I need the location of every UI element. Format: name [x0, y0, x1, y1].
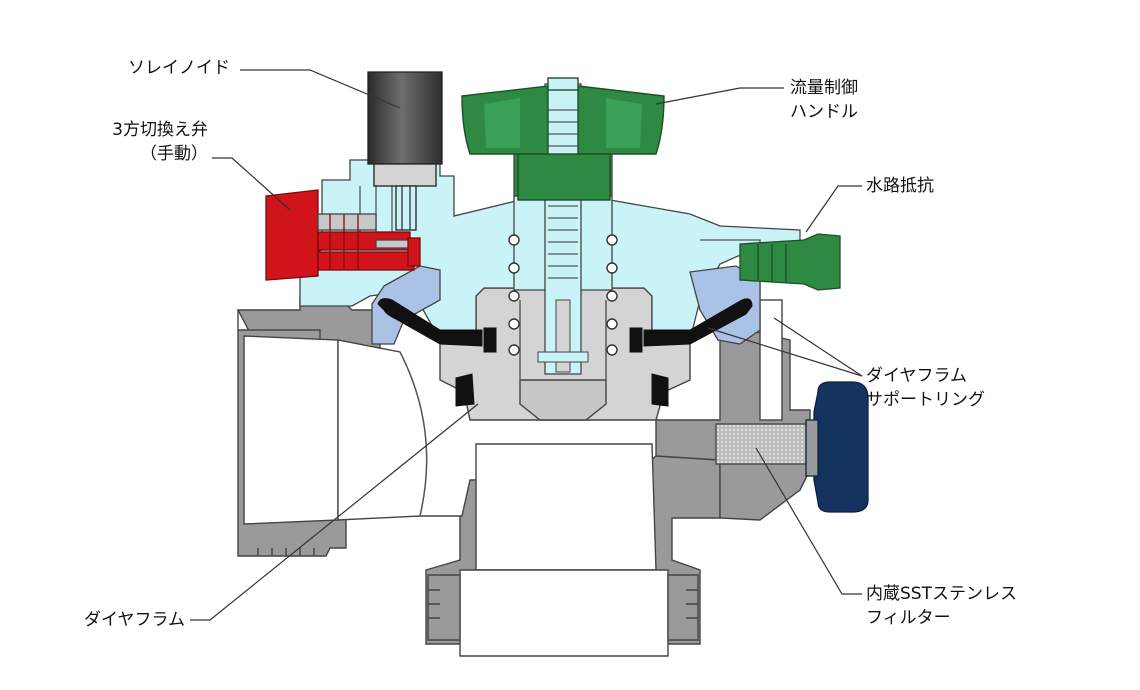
valve-body [236, 297, 811, 657]
label-flow-handle-line1: 流量制御 [790, 78, 858, 98]
diaphragm [377, 298, 753, 407]
stainless-filter [715, 423, 807, 465]
label-support-ring-line1: ダイヤフラム [866, 366, 967, 386]
label-water-resistance: 水路抵抗 [866, 174, 934, 198]
leader-flow-handle [655, 87, 784, 105]
label-solenoid: ソレイノイド [106, 56, 230, 80]
leader-water-resistance [805, 185, 862, 233]
leader-solenoid [240, 69, 401, 109]
leader-filter [755, 447, 862, 595]
label-flow-handle-line2: ハンドル [790, 102, 858, 122]
leader-ring-a [773, 317, 863, 377]
label-solenoid-text: ソレイノイド [128, 58, 230, 78]
label-3way-valve: 3方切換え弁 （手動） [90, 118, 208, 166]
label-support-ring-line2: サポートリング [866, 390, 985, 410]
label-diaphragm-text: ダイヤフラム [84, 610, 185, 630]
filter-cap-icon [805, 381, 869, 513]
label-3way-valve-line2: （手動） [140, 144, 208, 164]
leader-lines [190, 69, 863, 621]
label-diaphragm: ダイヤフラム [84, 608, 185, 632]
solenoid-icon [367, 71, 443, 231]
diaphragm-support-rings [371, 265, 761, 345]
label-filter-line1: 内蔵SSTステンレス [866, 584, 1017, 604]
springs [508, 234, 618, 356]
flow-control-handle-icon [461, 77, 665, 201]
leader-diaphragm [190, 403, 479, 621]
leader-ring-b [707, 327, 863, 377]
leader-3way-valve [212, 157, 291, 211]
label-filter: 内蔵SSTステンレス フィルター [866, 582, 1017, 630]
label-3way-valve-line1: 3方切換え弁 [112, 120, 208, 140]
label-flow-handle: 流量制御 ハンドル [790, 76, 858, 124]
manual-3way-valve-icon [265, 189, 421, 281]
label-water-resistance-text: 水路抵抗 [866, 176, 934, 196]
label-filter-line2: フィルター [866, 608, 951, 628]
label-support-ring: ダイヤフラム サポートリング [866, 364, 985, 412]
water-path-resistance-icon [739, 233, 841, 291]
